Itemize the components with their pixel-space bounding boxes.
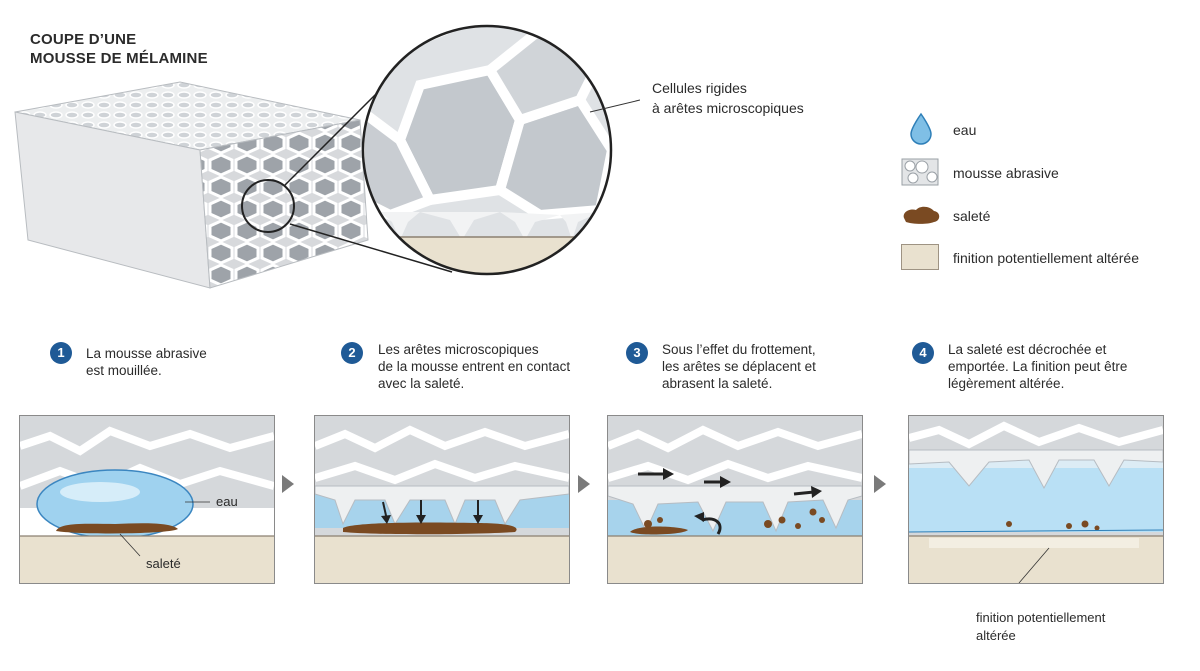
step-4-text: La saleté est décrochée et emportée. La … bbox=[948, 341, 1127, 392]
step-3-line-1: Sous l’effet du frottement, bbox=[662, 342, 816, 357]
step-1-badge: 1 bbox=[50, 342, 72, 364]
title-line-1: COUPE D’UNE bbox=[30, 31, 137, 48]
water-drop-icon bbox=[910, 112, 932, 145]
foam-block-illustration bbox=[14, 24, 640, 289]
foam-icon bbox=[901, 158, 939, 186]
panel-step-2 bbox=[314, 415, 570, 584]
legend: eau mousse abrasive saleté finition pote… bbox=[900, 112, 1190, 282]
water-label: eau bbox=[216, 494, 238, 509]
step-2-line-1: Les arêtes microscopiques bbox=[378, 342, 539, 357]
step-4-line-1: La saleté est décrochée et bbox=[948, 342, 1107, 357]
arrow-2-3 bbox=[578, 475, 590, 493]
finish-label-line-2: altérée bbox=[976, 628, 1016, 643]
legend-water-label: eau bbox=[953, 122, 977, 138]
callout-line-2: à arêtes microscopiques bbox=[652, 100, 804, 116]
zoom-detail bbox=[363, 26, 611, 274]
step-3-text: Sous l’effet du frottement, les arêtes s… bbox=[662, 341, 816, 392]
arrow-1-2 bbox=[282, 475, 294, 493]
finish-swatch-icon bbox=[901, 244, 939, 270]
step-2-badge: 2 bbox=[341, 342, 363, 364]
step-2-line-2: de la mousse entrent en contact bbox=[378, 359, 571, 374]
foam-right-face bbox=[199, 119, 369, 289]
zoom-source-circle bbox=[241, 179, 295, 233]
step-3-badge: 3 bbox=[626, 342, 648, 364]
zoom-circle bbox=[361, 24, 613, 276]
legend-finish-label: finition potentiellement altérée bbox=[953, 250, 1140, 266]
step-3-line-3: abrasent la saleté. bbox=[662, 376, 773, 391]
diagram-title: COUPE D’UNE MOUSSE DE MÉLAMINE bbox=[30, 30, 208, 68]
dirt-label: saleté bbox=[146, 556, 181, 571]
step-4-badge: 4 bbox=[912, 342, 934, 364]
finish-surface bbox=[20, 536, 274, 583]
step-4-line-2: emportée. La finition peut être bbox=[948, 359, 1128, 374]
panel-step-4 bbox=[908, 415, 1164, 584]
arrow-3-4 bbox=[874, 475, 886, 493]
title-line-2: MOUSSE DE MÉLAMINE bbox=[30, 50, 208, 67]
step-2-text: Les arêtes microscopiques de la mousse e… bbox=[378, 341, 570, 392]
legend-dirt-label: saleté bbox=[953, 208, 991, 224]
finish-label: finition potentiellement altérée bbox=[976, 609, 1105, 645]
step-1-line-2: est mouillée. bbox=[86, 363, 162, 378]
dirt-icon bbox=[903, 206, 940, 224]
step-2-line-3: avec la saleté. bbox=[378, 376, 465, 391]
finish-label-line-1: finition potentiellement bbox=[976, 610, 1106, 625]
step-4-line-3: légèrement altérée. bbox=[948, 376, 1065, 391]
panel-step-1: eau saleté bbox=[19, 415, 275, 584]
dirt-layer bbox=[56, 523, 178, 534]
cell-callout: Cellules rigides à arêtes microscopiques bbox=[652, 78, 804, 118]
panel-step-3 bbox=[607, 415, 863, 584]
step-1-text: La mousse abrasive est mouillée. bbox=[86, 345, 207, 379]
legend-foam-label: mousse abrasive bbox=[953, 165, 1059, 181]
step-3-line-2: les arêtes se déplacent et bbox=[662, 359, 816, 374]
callout-line-1: Cellules rigides bbox=[652, 80, 747, 96]
step-1-line-1: La mousse abrasive bbox=[86, 346, 207, 361]
